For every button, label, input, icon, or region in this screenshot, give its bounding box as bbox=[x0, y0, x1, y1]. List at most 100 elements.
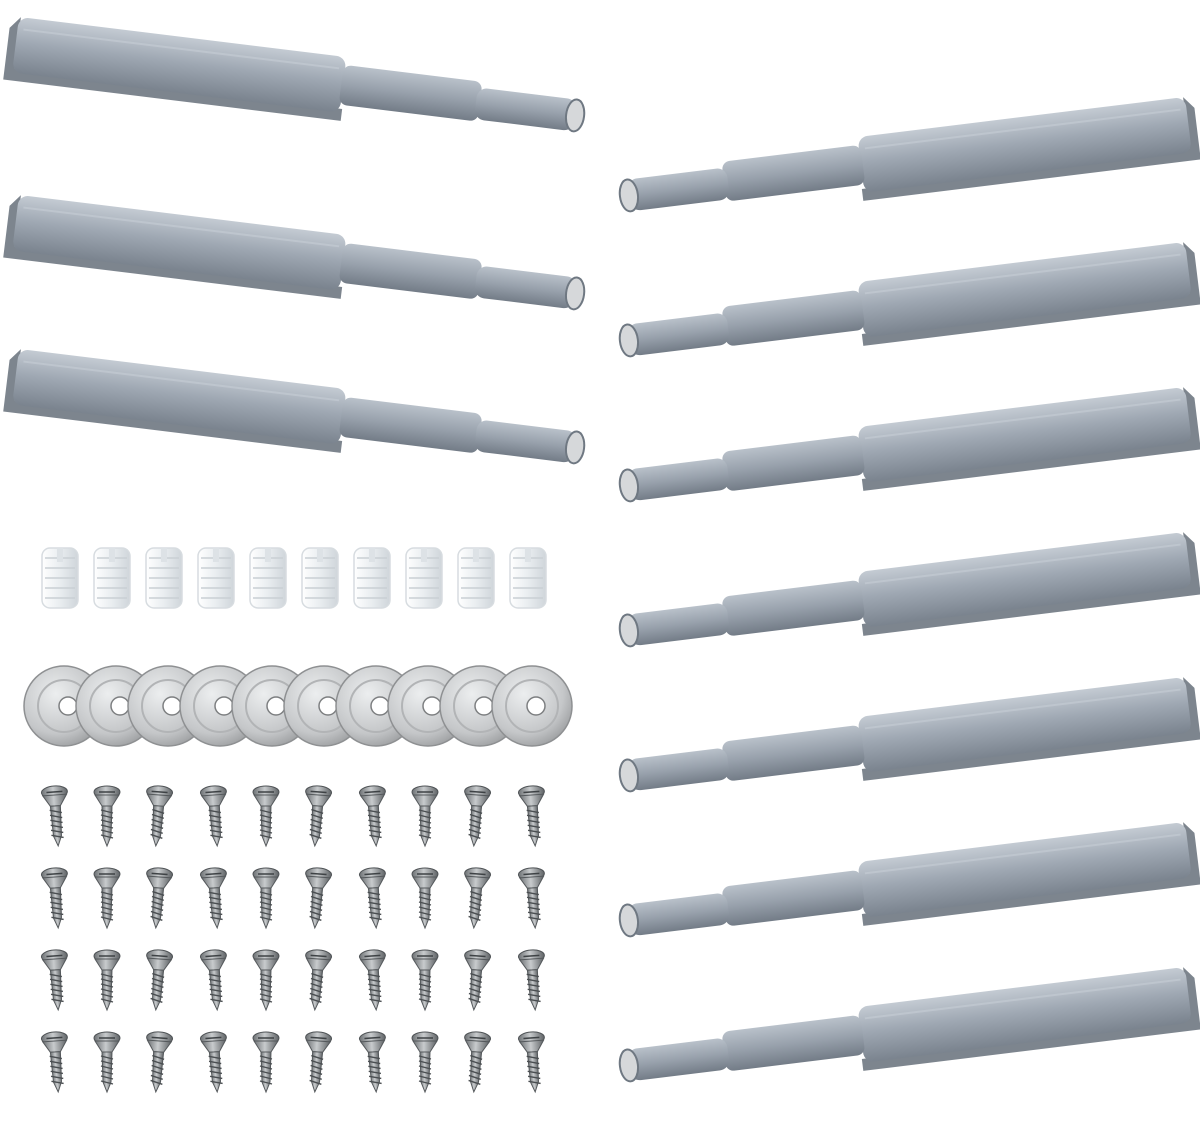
magnet-tip bbox=[564, 430, 586, 465]
plastic-dowel bbox=[301, 547, 339, 609]
wood-screw bbox=[93, 949, 121, 1012]
latch-body bbox=[858, 678, 1191, 772]
wood-screw bbox=[305, 949, 333, 1012]
latch-flange bbox=[861, 242, 1200, 346]
plastic-dowel bbox=[509, 547, 547, 609]
magnet-tip bbox=[618, 468, 640, 503]
latch-body bbox=[858, 533, 1191, 627]
latch-flange bbox=[3, 349, 343, 453]
latch-rod bbox=[722, 145, 865, 201]
magnet-tip bbox=[564, 98, 586, 133]
wood-screw bbox=[411, 785, 439, 848]
wood-screw bbox=[305, 785, 333, 848]
wood-screw bbox=[517, 949, 545, 1012]
magnet-tip bbox=[564, 276, 586, 311]
wood-screw bbox=[40, 949, 68, 1012]
latch-plunger bbox=[475, 420, 576, 463]
latch-ridge bbox=[864, 253, 1181, 295]
wood-screw bbox=[199, 867, 227, 930]
metal-washer bbox=[491, 665, 573, 747]
latch-right-2 bbox=[618, 242, 1200, 358]
wood-screw bbox=[252, 867, 280, 930]
latch-flange bbox=[861, 967, 1200, 1071]
latch-group-left bbox=[3, 17, 586, 465]
latch-plunger bbox=[628, 748, 729, 791]
magnet-tip bbox=[618, 758, 640, 793]
plastic-dowel bbox=[41, 547, 79, 609]
latch-body bbox=[858, 243, 1191, 337]
wood-screw bbox=[146, 949, 174, 1012]
wood-screw bbox=[358, 867, 386, 930]
latch-right-1 bbox=[618, 97, 1200, 213]
wood-screw bbox=[517, 867, 545, 930]
wood-screw bbox=[146, 1031, 174, 1094]
latch-ridge bbox=[864, 978, 1181, 1020]
latch-ridge bbox=[864, 543, 1181, 585]
latch-right-3 bbox=[618, 387, 1200, 503]
wood-screw bbox=[464, 1031, 492, 1094]
latch-ridge bbox=[23, 206, 340, 248]
latch-ridge bbox=[864, 398, 1181, 440]
wood-screw bbox=[305, 1031, 333, 1094]
wood-screw bbox=[464, 949, 492, 1012]
magnet-tip bbox=[618, 323, 640, 358]
wood-screw bbox=[146, 785, 174, 848]
plastic-dowel bbox=[197, 547, 235, 609]
latch-body bbox=[858, 98, 1191, 192]
wood-screw bbox=[199, 949, 227, 1012]
latch-right-5 bbox=[618, 677, 1200, 793]
latch-rod bbox=[339, 397, 482, 453]
latch-plunger bbox=[475, 88, 576, 131]
wood-screw bbox=[93, 867, 121, 930]
latch-body bbox=[858, 823, 1191, 917]
latch-plunger bbox=[628, 313, 729, 356]
magnet-tip bbox=[618, 1048, 640, 1083]
wood-screw bbox=[358, 949, 386, 1012]
latch-plunger bbox=[628, 1038, 729, 1081]
latch-ridge bbox=[864, 108, 1181, 150]
wood-screw bbox=[411, 949, 439, 1012]
latch-plunger bbox=[628, 168, 729, 211]
latch-body bbox=[858, 388, 1191, 482]
plastic-dowel bbox=[145, 547, 183, 609]
screw-grid bbox=[40, 785, 545, 1094]
latch-group-right bbox=[618, 97, 1200, 1083]
latch-ridge bbox=[23, 28, 340, 70]
wood-screw bbox=[252, 1031, 280, 1094]
magnet-tip bbox=[618, 613, 640, 648]
wood-screw bbox=[517, 785, 545, 848]
latch-body bbox=[13, 350, 346, 444]
latch-flange bbox=[861, 387, 1200, 491]
latch-right-4 bbox=[618, 532, 1200, 648]
wood-screw bbox=[517, 1031, 545, 1094]
latch-ridge bbox=[23, 360, 340, 402]
latch-flange bbox=[3, 17, 343, 121]
wood-screw bbox=[40, 1031, 68, 1094]
wood-screw bbox=[358, 1031, 386, 1094]
wood-screw bbox=[411, 1031, 439, 1094]
latch-flange bbox=[3, 195, 343, 299]
plastic-dowel bbox=[93, 547, 131, 609]
latch-left-3 bbox=[3, 349, 586, 465]
latch-flange bbox=[861, 532, 1200, 636]
latch-plunger bbox=[628, 458, 729, 501]
wood-screw bbox=[93, 1031, 121, 1094]
wood-screw bbox=[252, 785, 280, 848]
latch-body bbox=[13, 18, 346, 112]
plastic-dowel bbox=[457, 547, 495, 609]
wood-screw bbox=[199, 1031, 227, 1094]
latch-ridge bbox=[864, 688, 1181, 730]
latch-flange bbox=[861, 97, 1200, 201]
wood-screw bbox=[411, 867, 439, 930]
plastic-dowel bbox=[249, 547, 287, 609]
dowel-row bbox=[41, 547, 547, 609]
wood-screw bbox=[199, 785, 227, 848]
latch-flange bbox=[861, 822, 1200, 926]
wood-screw bbox=[40, 785, 68, 848]
washer-row bbox=[23, 665, 573, 747]
latch-rod bbox=[722, 1015, 865, 1071]
latch-body bbox=[858, 968, 1191, 1062]
latch-rod bbox=[339, 243, 482, 299]
latch-right-7 bbox=[618, 967, 1200, 1083]
